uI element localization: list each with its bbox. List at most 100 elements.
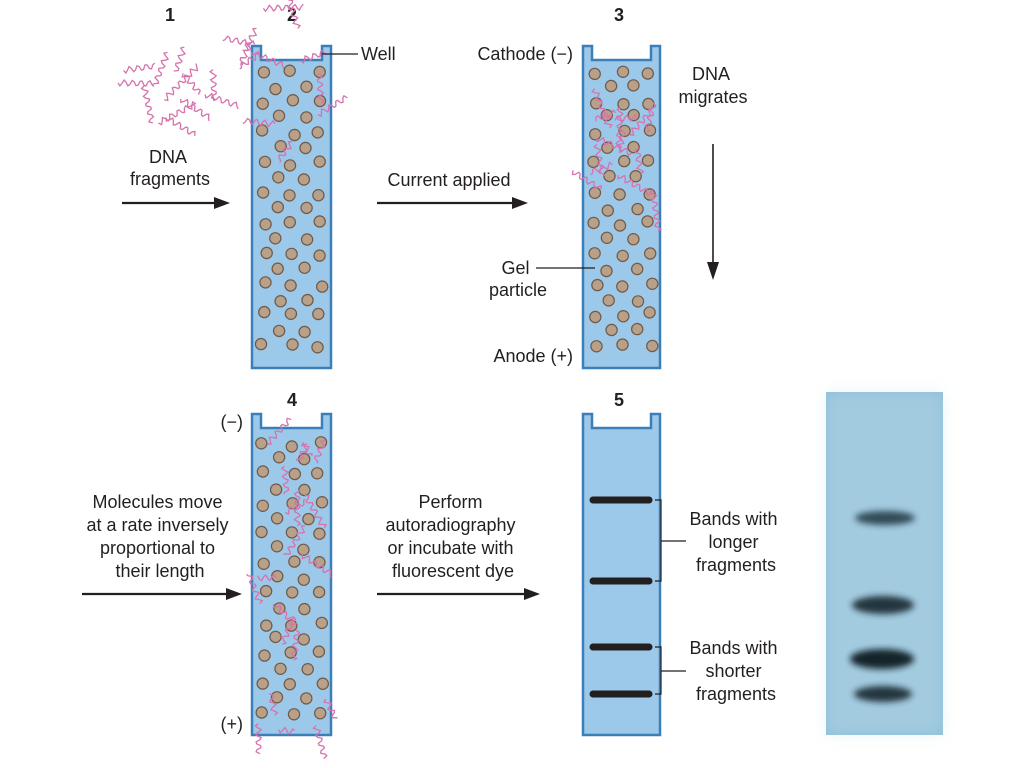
gel-particle — [272, 109, 286, 123]
gel-particle — [298, 602, 311, 616]
dna-strand — [316, 72, 326, 104]
dna-strand — [284, 498, 306, 516]
gel-particle — [258, 155, 272, 169]
gel-photo — [826, 392, 943, 735]
arrow-2-label: Current applied — [387, 170, 510, 190]
photo-band-1 — [855, 511, 915, 525]
gel-particle — [618, 124, 631, 138]
gel-particle — [588, 67, 601, 81]
dna-strand — [312, 725, 328, 760]
anode-symbol: (+) — [221, 714, 244, 734]
gel-particle — [316, 677, 329, 690]
dna-strand — [222, 35, 256, 48]
gel-particle — [272, 171, 285, 184]
gel-particle — [257, 557, 270, 571]
gel-particle — [258, 305, 271, 319]
dna-strand — [267, 417, 292, 446]
dna-strand — [594, 109, 617, 122]
well-label: Well — [361, 44, 396, 64]
gel-particle — [631, 262, 644, 276]
gel-particle — [288, 128, 301, 142]
gel-particle — [311, 126, 324, 139]
gel-particle — [605, 323, 618, 337]
gel-column-4 — [250, 412, 333, 737]
photo-band-3 — [850, 649, 914, 669]
dna-strand — [173, 46, 187, 72]
gel-particle — [617, 97, 630, 111]
gel-particle — [269, 483, 283, 496]
step-4-number: 4 — [287, 390, 297, 410]
gel-particle — [602, 294, 615, 307]
gel-particle — [301, 293, 314, 307]
dna-strand — [117, 78, 155, 88]
dna-strand — [165, 117, 196, 136]
gel-particle — [312, 188, 325, 202]
gel-particle — [287, 708, 301, 721]
gel-particle — [641, 154, 655, 167]
gel-particle — [313, 215, 326, 228]
gel-particle — [255, 525, 268, 539]
gel-particle — [316, 280, 329, 293]
gel-particle — [285, 247, 298, 261]
gel-particle — [297, 573, 310, 586]
gel-particle — [312, 585, 326, 599]
gel-particle — [255, 124, 269, 137]
gel-particle — [259, 276, 272, 289]
dna-strand — [250, 50, 285, 69]
gel-particle — [641, 67, 655, 80]
gel-particle — [288, 555, 301, 568]
dna-strand — [590, 161, 613, 176]
gel-particle — [300, 201, 313, 215]
gel-particle — [591, 278, 604, 292]
dna-strand — [591, 88, 613, 129]
gel-particle — [271, 570, 284, 583]
dna-strand — [239, 52, 260, 70]
gel-particle — [587, 216, 600, 230]
anode-label: Anode (+) — [493, 346, 573, 366]
gel-particle — [256, 499, 269, 512]
gel-particle — [600, 264, 613, 278]
dna-strand — [571, 170, 602, 190]
dna-fragments-3 — [571, 88, 663, 233]
gel-particle — [272, 324, 286, 338]
gel-particle — [297, 173, 311, 186]
gel-particle — [256, 186, 270, 199]
gel-particle — [646, 277, 659, 290]
dna-strand — [287, 0, 302, 29]
gel-particle — [256, 677, 269, 690]
gel-particle — [255, 437, 268, 450]
photo-band-4 — [854, 686, 912, 702]
dna-strand — [614, 113, 638, 123]
gel-particle — [616, 338, 629, 351]
gel-particle — [588, 186, 602, 199]
dna-strand — [151, 51, 170, 86]
step-5-number: 5 — [614, 390, 624, 410]
gel-particle — [300, 692, 313, 705]
gel-particle — [641, 215, 654, 228]
longer-bands-label: Bands with longer fragments — [689, 509, 782, 575]
dna-strand — [301, 554, 332, 578]
gel-particle — [285, 440, 298, 453]
gel-particle — [259, 584, 273, 598]
gel-particle — [283, 215, 296, 229]
gel-particle — [272, 451, 286, 464]
photo-band-2 — [852, 596, 914, 614]
dna-strand — [295, 443, 309, 462]
arrow-3 — [82, 588, 242, 600]
gel-particle — [298, 261, 311, 274]
dna-strand — [239, 42, 252, 66]
gel-particle — [588, 247, 601, 260]
gel-column-2 — [250, 44, 333, 370]
dna-strand — [290, 629, 301, 661]
gel-particle — [298, 325, 311, 339]
gel-particle — [269, 630, 282, 644]
gel-particle — [627, 140, 640, 154]
dna-strand — [280, 615, 297, 645]
cathode-label: Cathode (−) — [477, 44, 573, 64]
gel-particle — [604, 79, 618, 93]
gel-particle — [313, 527, 326, 540]
gel-particle — [299, 141, 312, 155]
dna-fragments-2 — [222, 0, 348, 163]
